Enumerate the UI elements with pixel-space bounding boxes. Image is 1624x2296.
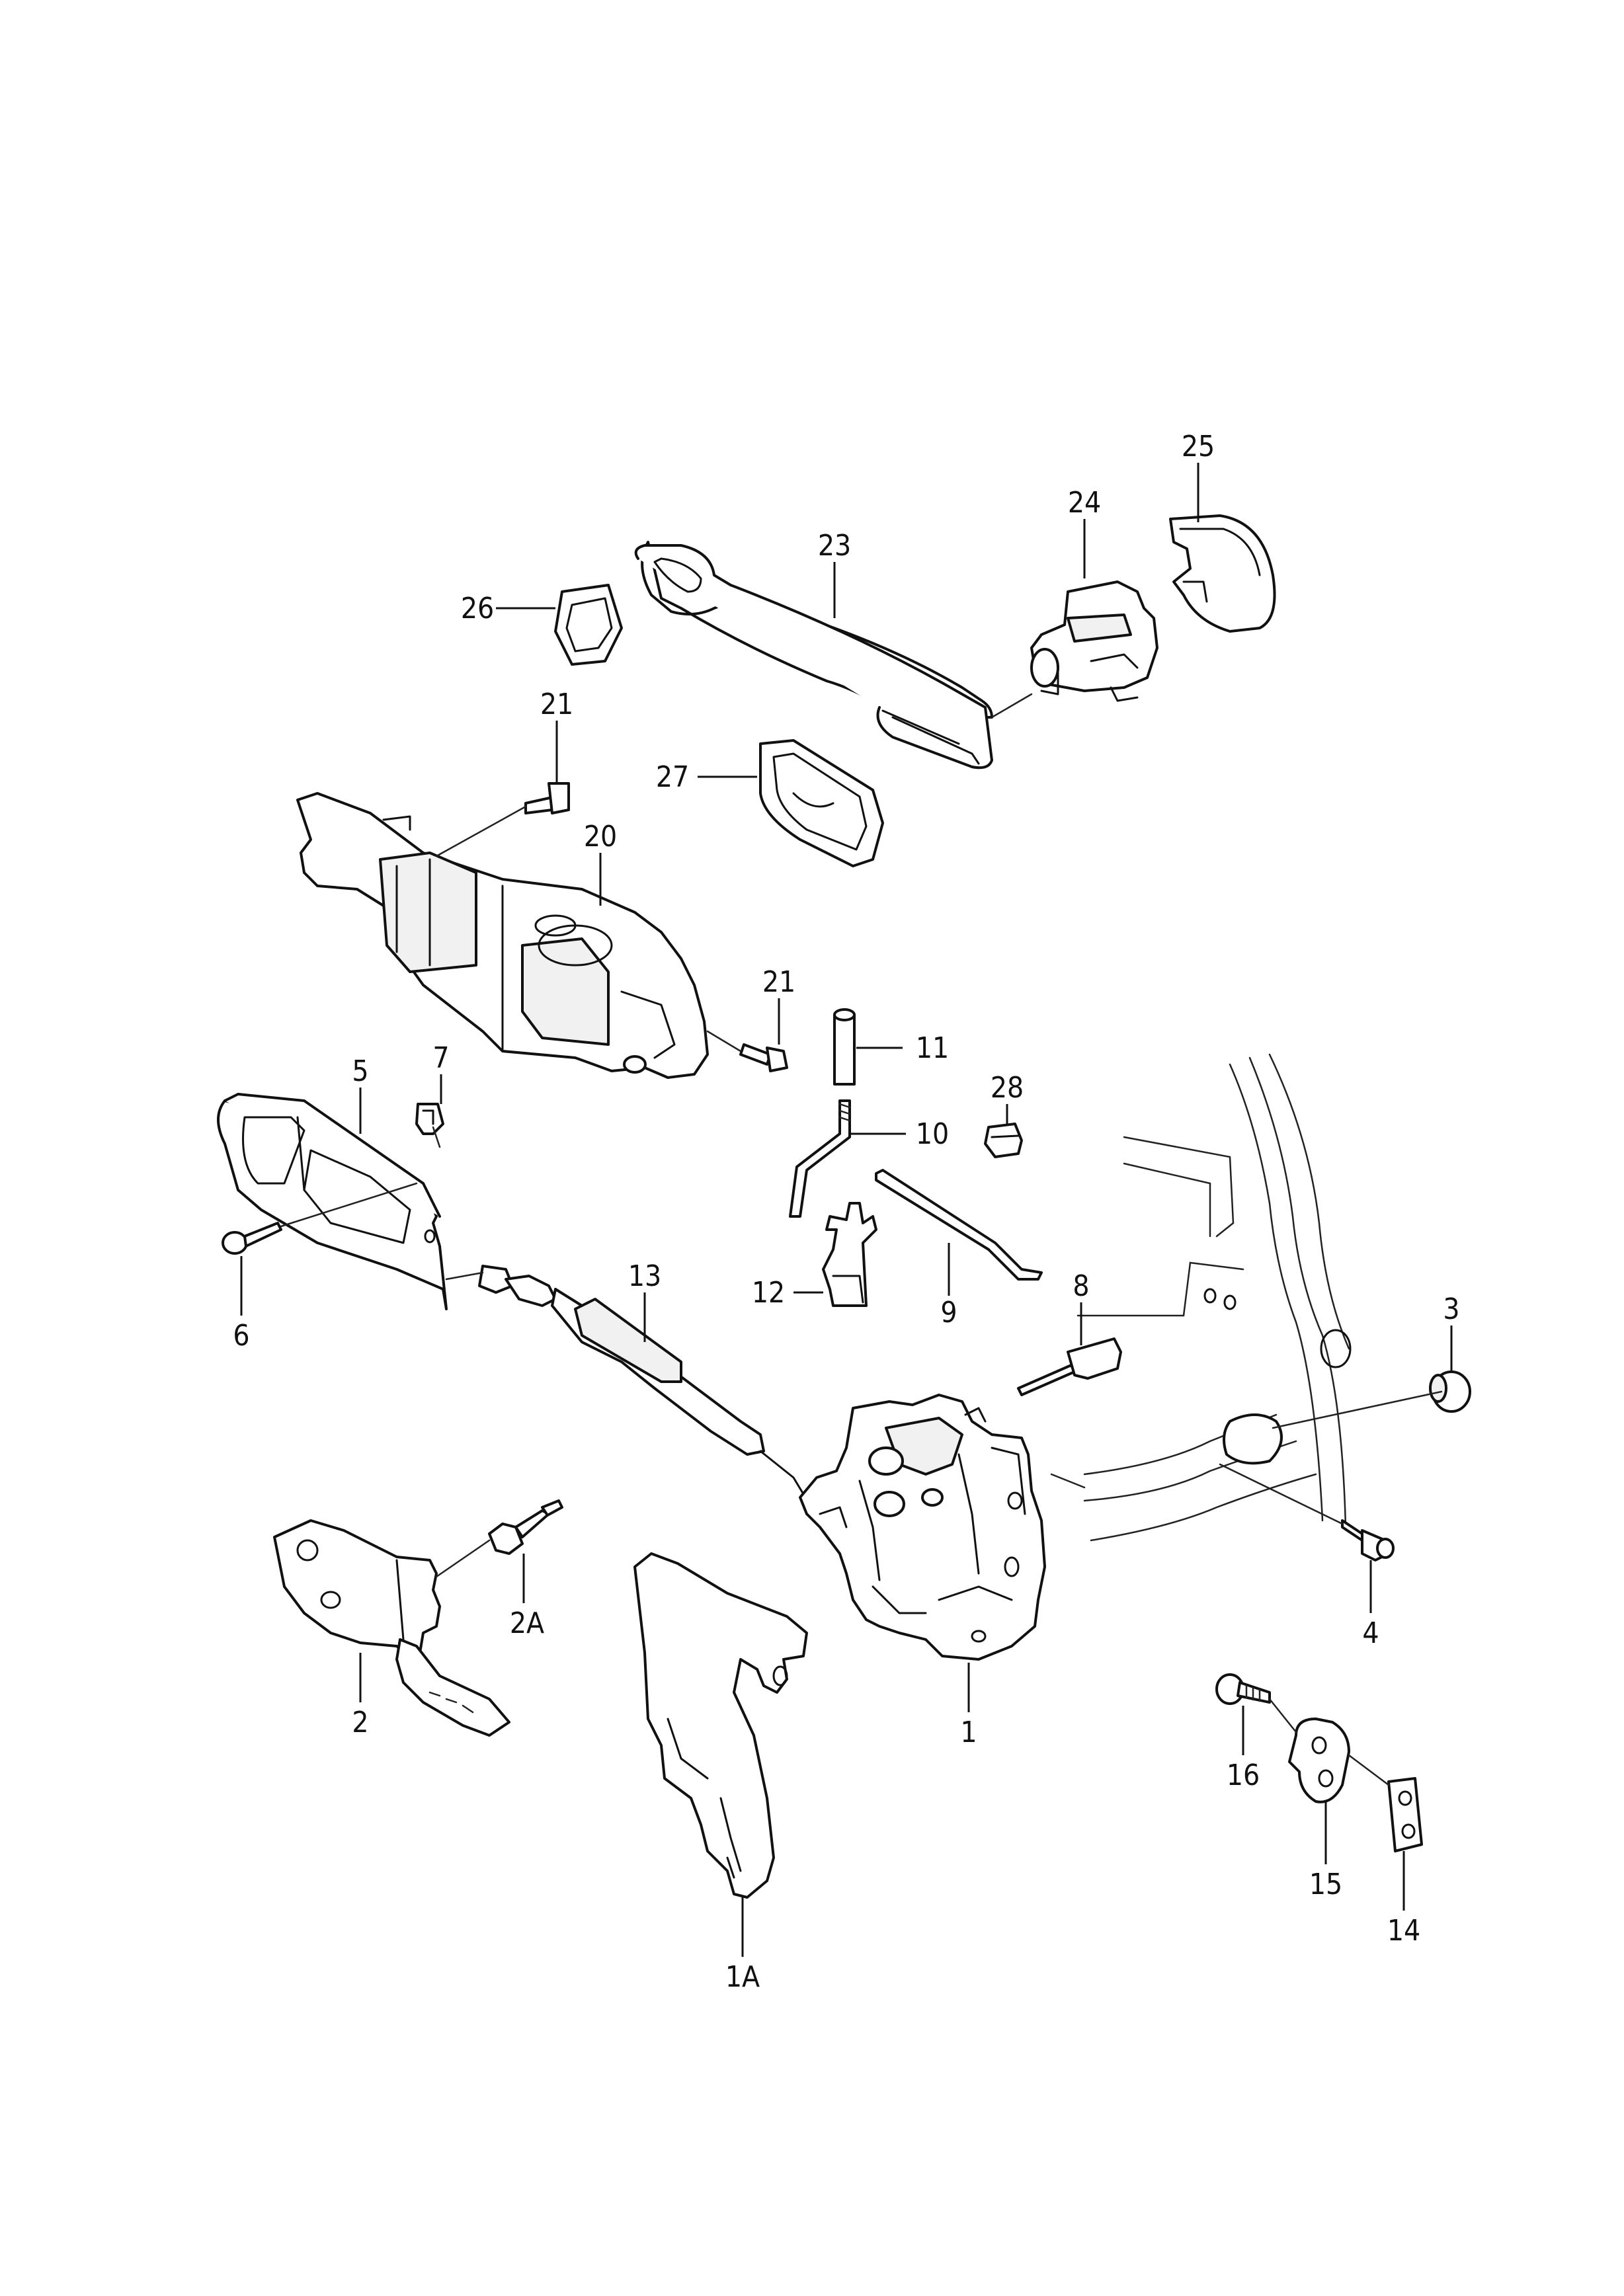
- callout-8: 8: [1073, 1269, 1089, 1303]
- callout-7: 7: [432, 1041, 449, 1075]
- callout-3: 3: [1443, 1292, 1459, 1326]
- callout-21-top: 21: [540, 688, 573, 721]
- part-5-trim-frame: [217, 1093, 448, 1310]
- part-16-bolt: [1215, 1673, 1271, 1705]
- part-13-bowden-cable: [478, 1265, 805, 1495]
- part-7-clip: [415, 1103, 444, 1135]
- callout-28: 28: [991, 1071, 1024, 1105]
- callout-labels: 25 24 23 26 21 27 20 21 11 5 7 28 10 6 1…: [233, 430, 1459, 1994]
- callout-4: 4: [1362, 1616, 1379, 1650]
- part-21-screw-top: [524, 782, 570, 814]
- callout-6: 6: [233, 1319, 249, 1353]
- callout-24: 24: [1068, 486, 1101, 520]
- callout-27: 27: [656, 760, 689, 794]
- callout-13: 13: [628, 1259, 661, 1293]
- leader-lines: [240, 463, 1453, 1957]
- part-24-lock-cylinder-housing: [1030, 580, 1158, 702]
- callout-10: 10: [916, 1117, 949, 1151]
- part-14-plate: [1387, 1777, 1423, 1852]
- callout-2: 2: [352, 1706, 368, 1739]
- part-1A-cover: [633, 1552, 808, 1899]
- part-2A-bolt: [488, 1499, 563, 1555]
- part-9-wire-rod: [875, 1169, 1043, 1281]
- callout-15: 15: [1309, 1868, 1342, 1901]
- part-28-grommet: [984, 1123, 1023, 1158]
- part-23-outer-handle: [634, 541, 993, 770]
- part-10-rod: [789, 1099, 851, 1218]
- callout-12: 12: [752, 1276, 785, 1310]
- callout-25: 25: [1182, 430, 1215, 463]
- door-body-outline: [1076, 1053, 1352, 1542]
- part-26-gasket: [554, 584, 623, 666]
- callout-26: 26: [461, 592, 494, 625]
- part-1-door-lock: [799, 1394, 1046, 1661]
- assembly-lines: [280, 693, 1443, 1786]
- callout-1A: 1A: [725, 1960, 760, 1994]
- part-20-handle-bracket: [296, 792, 709, 1079]
- part-2-bracket-lever: [273, 1519, 510, 1737]
- part-8-actuator-rod: [1017, 1337, 1122, 1396]
- part-21-screw-lower: [739, 1043, 788, 1072]
- callout-5: 5: [352, 1054, 368, 1088]
- callout-11: 11: [916, 1031, 949, 1065]
- part-11-sleeve: [833, 1008, 856, 1086]
- callout-14: 14: [1387, 1914, 1420, 1948]
- part-6-screw: [222, 1222, 282, 1255]
- callout-1: 1: [960, 1716, 977, 1749]
- callout-21-lower: 21: [762, 965, 795, 999]
- part-15-striker-plate: [1288, 1718, 1350, 1803]
- callout-20: 20: [584, 820, 617, 853]
- callout-9: 9: [940, 1296, 957, 1329]
- callout-23: 23: [818, 529, 851, 563]
- callout-2A: 2A: [510, 1606, 544, 1640]
- part-3-cap: [1429, 1370, 1471, 1413]
- part-4-bolt: [1341, 1519, 1395, 1562]
- callout-16: 16: [1227, 1759, 1260, 1792]
- part-27-gasket: [759, 739, 884, 867]
- part-12-bracket: [822, 1202, 877, 1307]
- part-25-end-cap: [1169, 514, 1276, 633]
